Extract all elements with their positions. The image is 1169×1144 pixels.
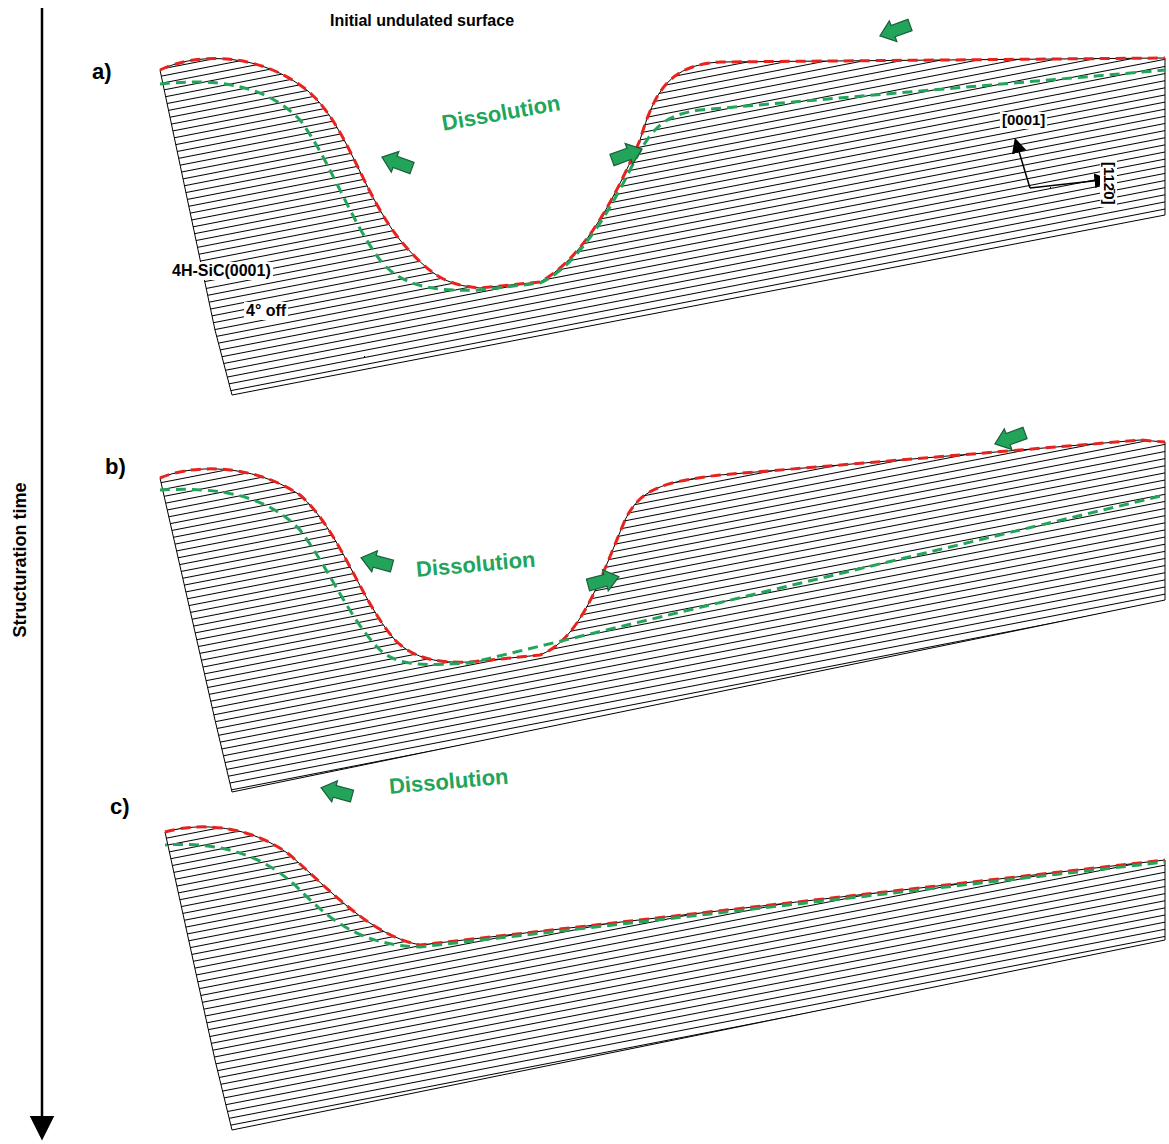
axis-label: [112̄0]	[1100, 160, 1117, 207]
material-label: 4° off	[244, 302, 288, 320]
material-label: 4H-SiC(0001)	[170, 262, 273, 280]
green-arrow	[585, 566, 622, 596]
process-label: Dissolution	[415, 548, 536, 583]
crystal-block	[160, 58, 1165, 395]
green-arrow	[358, 547, 395, 577]
crystal-block	[160, 440, 1165, 792]
panel-title: Initial undulated surface	[330, 12, 514, 30]
axis-label: [0001]	[1000, 112, 1047, 129]
surface-profile	[165, 827, 1165, 945]
panel-letter: c)	[110, 795, 130, 819]
crystal-block	[165, 827, 1165, 1130]
dissolution-profile	[165, 844, 1165, 947]
surface-profile	[160, 58, 1165, 288]
axis-arrow	[1030, 180, 1102, 188]
green-arrow	[318, 777, 355, 807]
green-arrow	[378, 147, 416, 179]
panel-letter: a)	[92, 60, 112, 84]
green-arrow	[608, 139, 646, 171]
axis-title: Structuration time	[10, 482, 30, 637]
surface-profile	[160, 440, 1165, 662]
dissolution-profile	[160, 489, 1165, 664]
process-label: Dissolution	[388, 765, 509, 800]
time-arrow	[41, 8, 44, 1128]
process-label: Dissolution	[440, 91, 562, 136]
dissolution-profile	[160, 70, 1165, 290]
axis-arrow	[1017, 145, 1030, 188]
green-arrow	[876, 15, 914, 47]
panel-letter: b)	[105, 455, 126, 479]
green-arrow	[991, 423, 1029, 455]
